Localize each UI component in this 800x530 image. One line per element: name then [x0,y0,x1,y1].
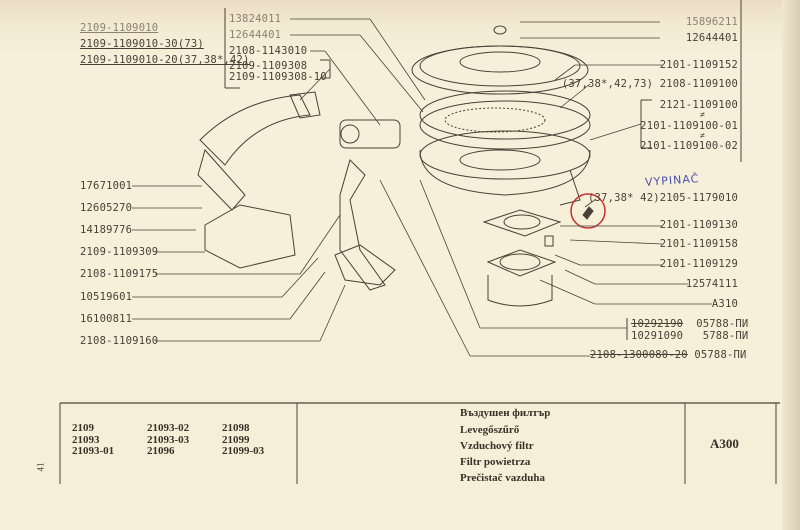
part-label: 2108-1109175 [80,268,159,280]
part-label: 10292190 05788-ПИ [631,318,748,330]
model-cell: 21093 [72,434,100,446]
part-label: 2101-1109100-02 [640,140,738,152]
part-label: (37,38*,42,73) 2108-1109100 [561,78,738,90]
part-label: 10519601 [80,291,133,303]
thermostat-valve [334,119,401,291]
part-label: (37,38* 42)2105-1179010 [588,192,738,204]
model-cell: 21093-03 [147,434,190,446]
model-cell: 21093-02 [147,422,190,434]
intake-hose [197,91,321,269]
air-filter-housing [411,25,591,206]
highlight-circle [570,193,606,229]
part-label: 12644401 [685,32,738,44]
part-number: 10292190 [631,318,684,330]
part-label: 2108-1300080-20 05788-ПИ [590,349,747,361]
part-label: 12574111 [685,278,738,290]
part-name: Prečistač vazduha [460,472,546,484]
page-edge [782,0,800,530]
part-name: Levegőszűrő [460,424,520,436]
model-cell: 21099-03 [222,445,265,457]
assembly-number: 2109-1109010-30(73) [80,38,204,50]
section-code: A300 [710,436,739,451]
part-label: 2121-1109100 [659,99,738,111]
model-cell: 21098 [222,422,250,434]
part-label: 2101-1109100-01 [640,120,738,132]
part-label: 2108-1143010 [229,45,308,57]
model-cell: 2109 [72,422,94,434]
part-label: 12605270 [80,202,133,214]
page-number: 41 [35,462,46,472]
part-label: 10291090 5788-ПИ [631,330,748,342]
part-label: 2101-1109158 [659,238,738,250]
part-label: 2101-1109130 [659,219,738,231]
part-label: 17671001 [80,180,133,192]
model-cell: 21099 [222,434,250,446]
not-equal-sign: ≠ [700,131,706,140]
part-suffix: 05788-ПИ [694,349,747,361]
part-name: Vzduchový filtr [460,440,534,452]
assembly-number: 2109-1109010-20(37,38*,42) [80,54,250,66]
part-label: 14189776 [80,224,133,236]
part-label: A310 [711,298,738,310]
model-cell: 21093-01 [72,445,115,457]
part-label: 2108-1109160 [80,335,159,347]
part-number: 2108-1300080-20 [590,349,688,361]
not-equal-sign: ≠ [700,110,706,119]
part-suffix: 05788-ПИ [696,318,749,330]
part-suffix: 5788-ПИ [702,330,749,342]
part-name: Въздушен филтър [460,407,551,419]
part-label: 2109-1109308-10 [229,71,327,83]
part-label: 2109-1109309 [80,246,159,258]
part-label: 13824011 [229,13,282,25]
part-number: 10291090 [631,330,684,342]
part-label: 2101-1109129 [659,258,738,270]
gasket-and-base [482,209,562,307]
part-label: 12644401 [229,29,282,41]
part-label: 2109-1109308 [229,60,308,72]
part-label: 2101-1109152 [659,59,738,71]
part-label: 16100811 [80,313,133,325]
model-cell: 21096 [147,445,175,457]
part-name: Filtr powietrza [460,456,531,468]
assembly-number: 2109-1109010 [80,22,159,34]
part-label: 15896211 [685,16,738,28]
